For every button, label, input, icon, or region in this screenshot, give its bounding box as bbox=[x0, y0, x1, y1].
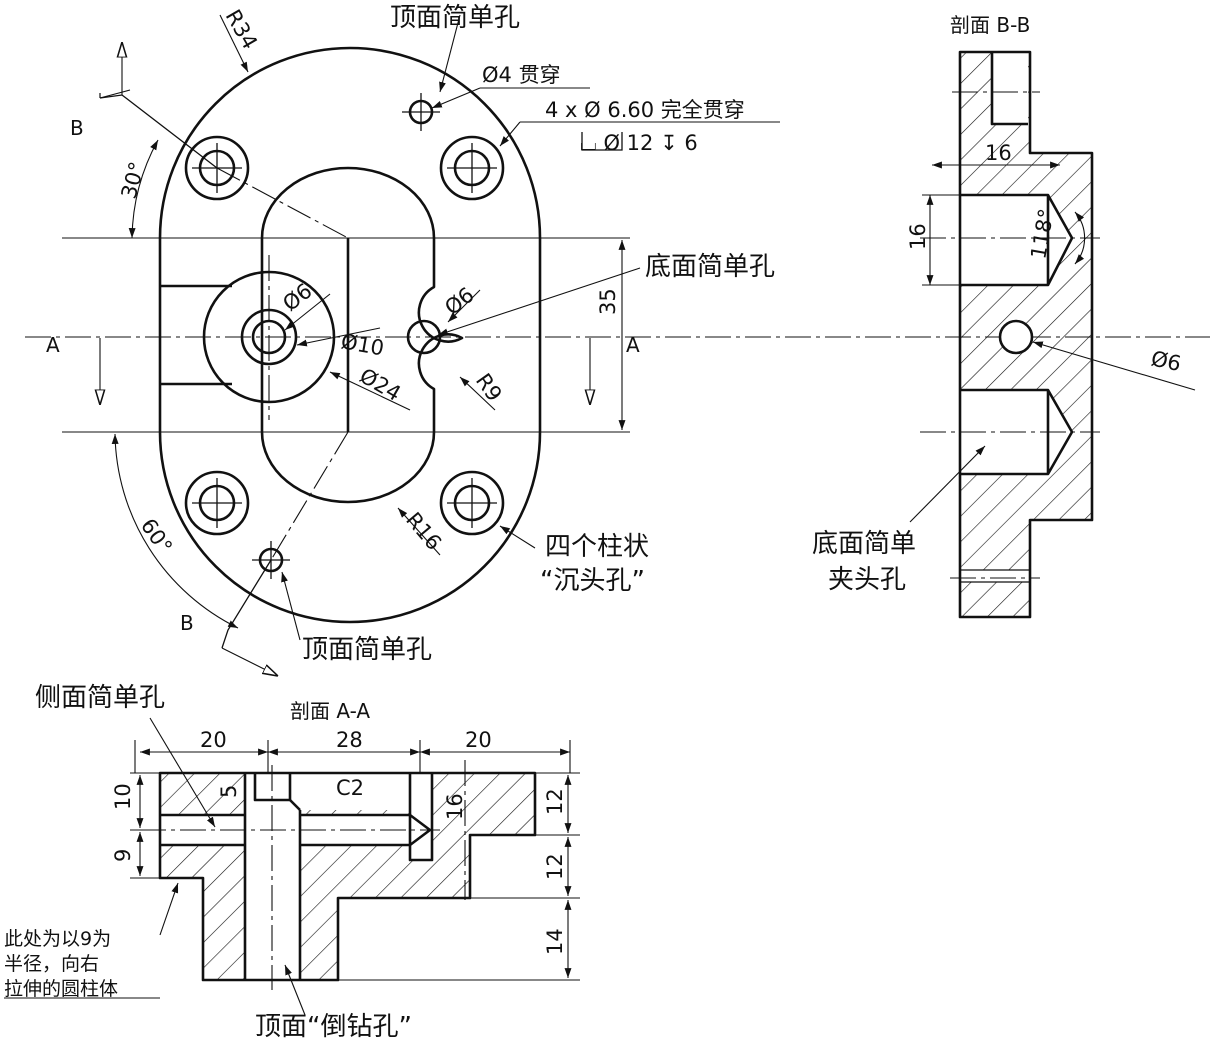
spec-thru4: Ø4 贯穿 bbox=[482, 63, 561, 87]
dim-aa-20-left: 20 bbox=[200, 728, 227, 752]
spec-counterbore: ⌴ Ø 12 ↧ 6 bbox=[580, 131, 698, 155]
title-section-aa: 剖面 A-A bbox=[290, 699, 370, 723]
dim-aa-28: 28 bbox=[336, 728, 363, 752]
dim-aa-9: 9 bbox=[111, 849, 135, 862]
top-view bbox=[25, 14, 1210, 676]
dim-bb-16-left: 16 bbox=[906, 223, 930, 250]
spec-four-holes: 4 x Ø 6.60 完全贯穿 bbox=[545, 98, 745, 122]
dim-r16: R16 bbox=[401, 508, 446, 555]
dim-phi6-left: Ø6 bbox=[278, 279, 316, 316]
section-letter-b-bottom: B bbox=[180, 611, 194, 635]
dim-phi24: Ø24 bbox=[356, 364, 405, 406]
dim-aa-10: 10 bbox=[111, 783, 135, 810]
section-bb bbox=[909, 50, 1196, 619]
dim-aa-14: 14 bbox=[543, 928, 567, 955]
dim-r9: R9 bbox=[471, 369, 507, 406]
labels: 顶面简单孔 顶面简单孔 底面简单孔 四个柱状 “沉头孔” 底面简单 夹头孔 侧面… bbox=[4, 3, 1183, 1041]
dim-phi6-right: Ø6 bbox=[440, 283, 478, 320]
callout-four-counterbore-1: 四个柱状 bbox=[545, 532, 649, 562]
dim-aa-c2: C2 bbox=[336, 776, 364, 800]
note-line-3: 拉伸的圆柱体 bbox=[4, 978, 118, 1000]
callout-top-simple-hole-bottom: 顶面简单孔 bbox=[302, 635, 432, 665]
section-aa bbox=[4, 717, 580, 1016]
note-line-2: 半径，向右 bbox=[4, 953, 99, 975]
section-letter-a-left: A bbox=[46, 333, 60, 357]
dim-aa-12-bottom: 12 bbox=[543, 853, 567, 880]
note-line-1: 此处为以9为 bbox=[4, 928, 111, 950]
dim-bb-phi6: Ø6 bbox=[1149, 346, 1183, 376]
section-letter-a-right: A bbox=[626, 333, 640, 357]
dim-aa-12-top: 12 bbox=[543, 788, 567, 815]
callout-top-simple-hole: 顶面简单孔 bbox=[390, 3, 520, 33]
dim-60deg: 60° bbox=[136, 514, 177, 558]
callout-bottom-simple-hole: 底面简单孔 bbox=[645, 252, 775, 282]
callout-bottom-clamp-1: 底面简单 bbox=[812, 529, 916, 559]
dim-30deg: 30° bbox=[117, 159, 150, 201]
dim-35: 35 bbox=[596, 288, 620, 315]
dim-phi10: Ø10 bbox=[339, 329, 386, 360]
dim-bb-16-top: 16 bbox=[985, 141, 1012, 165]
callout-four-counterbore-2: “沉头孔” bbox=[540, 566, 645, 596]
callout-bottom-clamp-2: 夹头孔 bbox=[828, 565, 906, 595]
callout-top-counterdrill: 顶面“倒钻孔” bbox=[255, 1012, 412, 1041]
title-section-bb: 剖面 B-B bbox=[950, 13, 1030, 37]
dim-aa-16: 16 bbox=[443, 793, 467, 820]
callout-side-simple-hole: 侧面简单孔 bbox=[35, 683, 165, 713]
section-letter-b-top: B bbox=[70, 116, 84, 140]
left-step-outline bbox=[160, 284, 232, 386]
dim-aa-20-right: 20 bbox=[465, 728, 492, 752]
dim-aa-5: 5 bbox=[217, 785, 241, 798]
inner-slot-outline bbox=[260, 166, 464, 504]
